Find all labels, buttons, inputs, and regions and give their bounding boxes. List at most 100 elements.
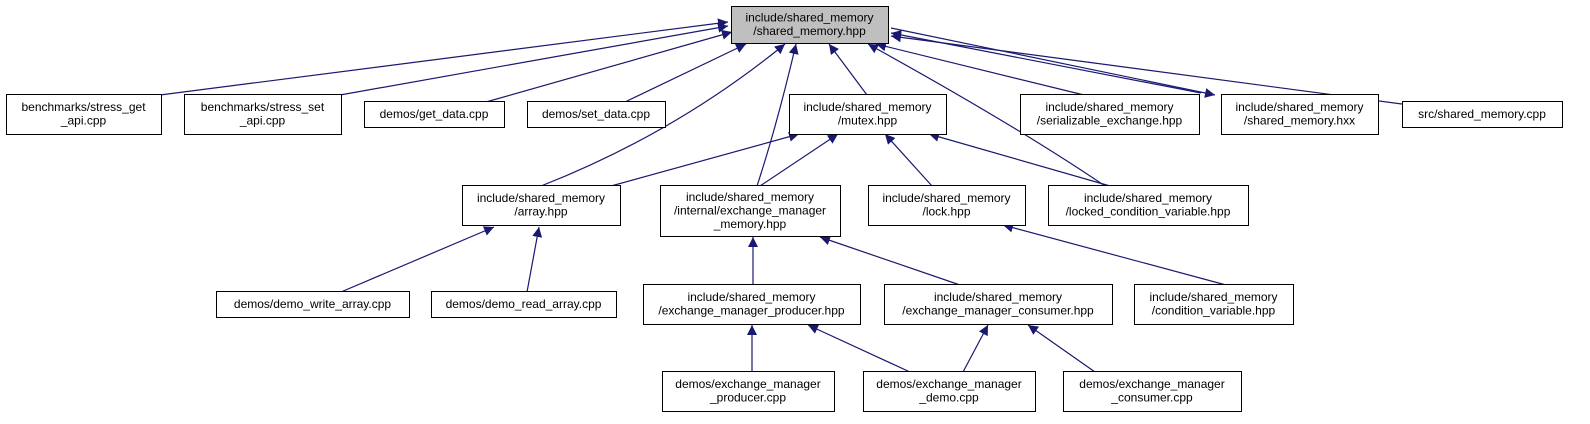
node-box [863, 371, 1036, 412]
node-box [1402, 101, 1563, 128]
node-label-line: include/shared_memory [1149, 290, 1277, 304]
edge-write_array-to-array [340, 226, 495, 293]
node-box [431, 291, 617, 318]
node-serializable[interactable]: include/shared_memory/serializable_excha… [1020, 94, 1200, 135]
edge-stress_set-to-root [339, 22, 729, 96]
node-label-line: demos/exchange_manager [1079, 377, 1224, 391]
node-label-line: _api.cpp [60, 114, 107, 128]
node-label-line: include/shared_memory [803, 100, 931, 114]
edge-get_data-to-root [485, 29, 733, 103]
node-label-line: include/shared_memory [882, 191, 1010, 205]
edge-read_array-to-array [526, 226, 543, 293]
node-label-line: include/shared_memory [477, 191, 605, 205]
edge-stress_get-to-root [159, 18, 729, 96]
edge-lcv-to-mutex [928, 131, 1111, 187]
node-label-line: include/shared_memory [1235, 100, 1363, 114]
node-consumer[interactable]: include/shared_memory/exchange_manager_c… [884, 284, 1113, 325]
node-box [662, 371, 835, 412]
node-label-line: /exchange_manager_producer.hpp [658, 304, 844, 318]
node-stress_set[interactable]: benchmarks/stress_set_api.cpp [184, 94, 342, 135]
node-d_demo[interactable]: demos/exchange_manager_demo.cpp [863, 371, 1036, 412]
node-label-line: /condition_variable.hpp [1152, 304, 1276, 318]
node-label-line: include/shared_memory [745, 11, 873, 25]
edge-serializable-to-root [875, 41, 1085, 96]
node-box [660, 185, 841, 237]
edge-mutex-to-root [828, 43, 868, 96]
node-label-line: benchmarks/stress_set [201, 100, 325, 114]
edge-emem-to-mutex [759, 133, 839, 187]
node-layer: include/shared_memory/shared_memory.hppb… [6, 6, 1563, 412]
edge-consumer-to-emem [819, 235, 961, 286]
node-label-line: _consumer.cpp [1110, 391, 1193, 405]
node-label-line: /mutex.hpp [838, 114, 898, 128]
node-box [462, 185, 621, 226]
node-label-line: /internal/exchange_manager [674, 203, 826, 217]
node-mutex[interactable]: include/shared_memory/mutex.hpp [789, 94, 947, 135]
edge-root-to-hxx [890, 27, 1216, 98]
edge-array-to-mutex [610, 131, 800, 187]
node-box [1048, 185, 1249, 226]
node-label-line: include/shared_memory [1084, 191, 1212, 205]
node-label-line: /lock.hpp [922, 205, 970, 219]
node-label-line: /exchange_manager_consumer.hpp [902, 304, 1094, 318]
node-label-line: benchmarks/stress_get [21, 100, 146, 114]
node-label-line: demos/exchange_manager [675, 377, 820, 391]
node-d_consumer[interactable]: demos/exchange_manager_consumer.cpp [1063, 371, 1242, 412]
node-label-line: demos/demo_write_array.cpp [234, 297, 392, 311]
node-label-line: include/shared_memory [934, 290, 1062, 304]
node-hxx[interactable]: include/shared_memory/shared_memory.hxx [1221, 94, 1379, 135]
node-box [1134, 284, 1294, 325]
edge-set_data-to-root [624, 43, 747, 103]
edge-cv-to-lock [1002, 222, 1227, 286]
edge-lock-to-mutex [884, 133, 933, 187]
node-get_data[interactable]: demos/get_data.cpp [364, 101, 505, 128]
node-stress_get[interactable]: benchmarks/stress_get_api.cpp [6, 94, 162, 135]
node-label-line: demos/demo_read_array.cpp [446, 297, 602, 311]
node-box [1221, 94, 1379, 135]
node-label-line: /shared_memory.hxx [1244, 114, 1355, 128]
node-label-line: _demo.cpp [918, 391, 979, 405]
node-box [216, 291, 410, 318]
node-box [884, 284, 1113, 325]
edge-src-to-root [890, 32, 1403, 105]
node-label-line: /shared_memory.hpp [753, 24, 866, 38]
node-label-line: _api.cpp [239, 114, 286, 128]
edge-emem-to-root [756, 43, 799, 187]
node-d_producer[interactable]: demos/exchange_manager_producer.cpp [662, 371, 835, 412]
node-label-line: /array.hpp [514, 205, 567, 219]
edge-array-to-root [540, 43, 786, 187]
node-array[interactable]: include/shared_memory/array.hpp [462, 185, 621, 226]
node-lcv[interactable]: include/shared_memory/locked_condition_v… [1048, 185, 1249, 226]
node-src[interactable]: src/shared_memory.cpp [1402, 101, 1563, 128]
node-label-line: demos/set_data.cpp [542, 107, 650, 121]
node-set_data[interactable]: demos/set_data.cpp [527, 101, 666, 128]
node-label-line: src/shared_memory.cpp [1418, 107, 1546, 121]
node-label-line: _producer.cpp [709, 391, 786, 405]
node-box [868, 185, 1026, 226]
node-lock[interactable]: include/shared_memory/lock.hpp [868, 185, 1026, 226]
node-box [6, 94, 162, 135]
edge-d_demo-to-consumer [962, 324, 989, 373]
root-node-box [731, 6, 889, 44]
edge-lcv-to-root [867, 43, 1106, 187]
node-label-line: demos/exchange_manager [876, 377, 1021, 391]
node-label-line: demos/get_data.cpp [380, 107, 489, 121]
node-label-line: include/shared_memory [1045, 100, 1173, 114]
node-label-line: include/shared_memory [687, 290, 815, 304]
node-box [1063, 371, 1242, 412]
node-box [643, 284, 861, 325]
node-box [184, 94, 342, 135]
node-write_array[interactable]: demos/demo_write_array.cpp [216, 291, 410, 318]
node-cv[interactable]: include/shared_memory/condition_variable… [1134, 284, 1294, 325]
node-box [789, 94, 947, 135]
node-emem[interactable]: include/shared_memory/internal/exchange_… [660, 185, 841, 237]
node-producer[interactable]: include/shared_memory/exchange_manager_p… [643, 284, 861, 325]
node-root[interactable]: include/shared_memory/shared_memory.hpp [731, 6, 889, 44]
node-read_array[interactable]: demos/demo_read_array.cpp [431, 291, 617, 318]
node-label-line: /serializable_exchange.hpp [1037, 114, 1183, 128]
edge-layer [159, 18, 1403, 373]
edge-d_consumer-to-consumer [1027, 324, 1096, 373]
node-box [364, 101, 505, 128]
edge-d_demo-to-producer [807, 324, 911, 373]
